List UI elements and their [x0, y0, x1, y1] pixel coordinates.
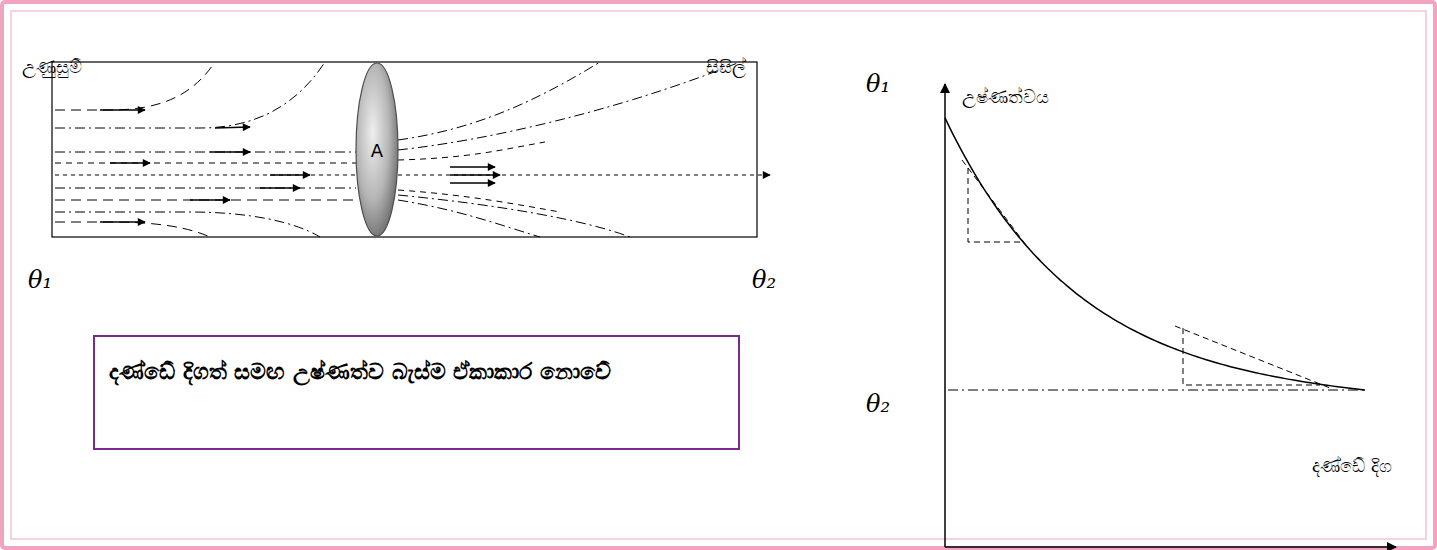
temperature-curve — [945, 118, 1365, 390]
tangent-line — [962, 160, 1026, 245]
rod — [52, 62, 757, 237]
heat-flow-lines — [55, 62, 770, 237]
flow-arrow — [270, 174, 310, 176]
flow-line — [55, 212, 320, 237]
flow-arrow — [210, 151, 250, 153]
gradient-triangles — [962, 160, 1330, 388]
flow-arrow — [260, 187, 300, 189]
x-axis — [945, 546, 1396, 548]
tangent-line — [1175, 326, 1330, 388]
y-axis — [944, 84, 946, 547]
frame-inner — [11, 11, 1426, 539]
temperature-symbol: θ₁ — [28, 266, 52, 294]
flow-arrow — [100, 221, 145, 223]
flow-line — [55, 175, 356, 176]
body-A: A — [355, 62, 399, 237]
temperature-graph — [945, 84, 1396, 547]
axis-label: උෂ්ණත්වය — [962, 86, 1049, 108]
flow-line — [398, 142, 545, 160]
temperature-symbol: θ₁ — [866, 70, 890, 98]
flow-line — [55, 163, 356, 164]
flow-line — [398, 195, 630, 237]
flow-line — [55, 200, 356, 201]
flow-line — [398, 62, 600, 140]
flow-arrow — [450, 182, 495, 184]
flow-line — [55, 62, 325, 128]
flow-arrow — [100, 109, 145, 111]
flow-arrow — [450, 174, 500, 176]
temperature-symbol: θ₂ — [866, 390, 890, 418]
flow-line — [55, 188, 356, 189]
flow-line — [55, 152, 356, 153]
hot-label: උණුසුම් — [22, 56, 82, 78]
ellipse-shape — [356, 63, 398, 236]
note-box: දණ්ඩේ දිගත් සමඟ උෂ්ණත්ව බැස්ම ඒකාකාර නොව… — [93, 335, 740, 450]
flow-line — [55, 222, 210, 237]
flow-line — [398, 175, 770, 176]
flow-arrow — [215, 127, 250, 128]
flow-line — [398, 62, 740, 150]
flow-arrow — [110, 162, 150, 164]
theta2-level — [948, 390, 1365, 391]
flow-line — [398, 190, 560, 212]
flow-arrows — [100, 110, 500, 222]
cold-label: සිසිල් — [706, 56, 746, 78]
flow-line — [398, 200, 540, 237]
axis-label: දණ්ඩේ දිග — [1312, 455, 1392, 477]
flow-arrow — [450, 166, 495, 168]
note-text: දණ්ඩේ දිගත් සමඟ උෂ්ණත්ව බැස්ම ඒකාකාර නොව… — [109, 355, 724, 389]
temperature-symbol: θ₂ — [752, 266, 776, 294]
part-label: A — [355, 140, 399, 161]
flow-arrow — [190, 199, 230, 201]
